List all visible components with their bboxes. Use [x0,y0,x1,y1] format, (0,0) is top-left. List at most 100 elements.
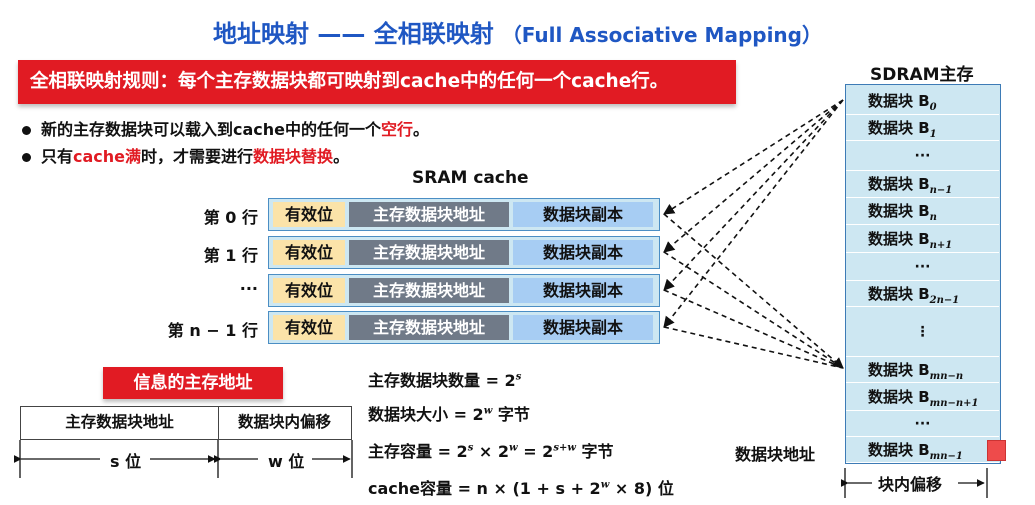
formula-block-size: 数据块大小 = 2w 字节 [368,401,530,425]
sdram-block: 数据块 B2n−1 [846,281,999,307]
map-arrow-line [663,99,844,291]
map-arrow-line [663,326,844,369]
address-format-table: 主存数据块地址 数据块内偏移 [20,406,352,440]
formula-capacity-text: 主存容量 = 2 [368,442,468,461]
formula-capacity-unit: 字节 [575,442,614,461]
sdram-block-prefix: 数据块 B [868,230,930,248]
sdram-block-prefix: 数据块 B [868,202,930,220]
formula-capacity-exp3: s+w [553,442,576,454]
formula-cache-capacity-pre: cache容量 = n × (1 + s + 2 [368,479,601,498]
cache-row-label: ··· [239,279,258,298]
sdram-block: 数据块 Bn−1 [846,171,999,198]
valid-bit-cell: 有效位 [273,315,345,340]
cache-row: 有效位 主存数据块地址 数据块副本 [268,236,660,269]
formula-block-count-exp: s [515,371,522,383]
cache-row-label: 第 1 行 [203,246,258,265]
address-info-title: 信息的主存地址 [103,367,283,399]
map-arrow-line [663,99,844,328]
sdram-block: 数据块 Bn [846,198,999,225]
sdram-block-index: n−1 [929,185,953,196]
bullet-1: 新的主存数据块可以载入到cache中的任何一个空行。 [22,116,429,140]
sdram-block: 数据块 B0 [846,87,999,115]
formula-capacity: 主存容量 = 2s × 2w = 2s+w 字节 [368,438,614,462]
sdram-block: 数据块 B1 [846,115,999,141]
sdram-block-index: 0 [929,102,937,113]
valid-bit-cell: 有效位 [273,278,345,303]
bullet-2-post: 。 [333,147,350,166]
block-copy-cell: 数据块副本 [513,315,653,340]
sdram-block: 数据块 Bn+1 [846,225,999,253]
sdram-block: 数据块 Bmn−n+1 [846,383,999,411]
block-offset-field: 数据块内偏移 [237,413,331,431]
formula-block-count-text: 主存数据块数量 = 2 [368,371,516,390]
block-offset-label: 块内偏移 [878,475,943,494]
title-main: 地址映射 —— 全相联映射 [213,20,494,48]
sdram-block-prefix: 数据块 B [868,119,930,137]
bullet-2: 只有cache满时，才需要进行数据块替换。 [22,143,349,167]
sdram-block-index: mn−n+1 [929,398,979,409]
formula-block-size-text: 数据块大小 = 2 [368,405,484,424]
formula-cache-capacity-exp: w [600,479,610,491]
sdram-block-index: mn−n [929,371,964,382]
cache-row-label: 第 n − 1 行 [167,321,258,340]
block-address-field: 主存数据块地址 [21,407,219,439]
sdram-title: SDRAM主存 [870,65,974,85]
formula-cache-capacity-post: × 8) 位 [609,479,674,498]
bullet-1-pre: 新的主存数据块可以载入到cache中的任何一个 [41,120,382,139]
sdram-ellipsis: ⋮ [846,307,999,357]
sdram-ellipsis: ··· [846,253,999,281]
bullet-2-pre: 只有 [41,147,74,166]
page-title: 地址映射 —— 全相联映射 （Full Associative Mapping） [0,14,1035,49]
sdram-block-prefix: 数据块 B [868,92,930,110]
valid-bit-cell: 有效位 [273,202,345,227]
block-copy-cell: 数据块副本 [513,278,653,303]
valid-bit-cell: 有效位 [273,240,345,265]
block-copy-cell: 数据块副本 [513,240,653,265]
sdram-block-index: mn−1 [929,451,963,462]
sdram-block-index: n [929,212,937,223]
w-bits-label: w 位 [262,448,311,472]
formula-capacity-eq: = 2 [517,442,554,461]
formula-block-size-exp: w [483,405,493,417]
bullet-2-mid: 时，才需要进行 [141,147,254,166]
sdram-block-index: n+1 [929,240,953,251]
block-address-label: 数据块地址 [735,445,816,464]
bullet-dot-icon [22,126,31,135]
sdram-block-prefix: 数据块 B [868,441,930,459]
bullet-1-red: 空行 [381,120,414,139]
cache-row-label: 第 0 行 [203,208,258,227]
bullet-dot-icon [22,153,31,162]
sdram-block-prefix: 数据块 B [868,285,930,303]
bullet-2-red2: 数据块替换 [253,147,334,166]
sdram-block: 数据块 Bmn−n [846,357,999,383]
sdram-block-prefix: 数据块 B [868,361,930,379]
title-sub: （Full Associative Mapping） [501,23,822,47]
sdram-block-prefix: 数据块 B [868,388,930,406]
sram-cache-title: SRAM cache [412,168,529,188]
offset-highlight-marker [987,440,1006,461]
s-bits-label: s 位 [104,448,148,472]
sdram-ellipsis: ··· [846,411,999,437]
formula-block-size-unit: 字节 [492,405,530,424]
sdram-block-index: 1 [929,129,937,140]
block-address-cell: 主存数据块地址 [349,315,509,340]
formula-cache-capacity: cache容量 = n × (1 + s + 2w × 8) 位 [368,475,674,499]
sdram-block: 数据块 Bmn−1 [846,437,999,463]
formula-block-count: 主存数据块数量 = 2s [368,367,521,391]
map-arrow-line [663,289,844,369]
sdram-block-index: 2n−1 [929,295,960,306]
rule-banner: 全相联映射规则：每个主存数据块都可映射到cache中的任何一个cache行。 [18,60,736,104]
cache-row: 有效位 主存数据块地址 数据块副本 [268,274,660,307]
cache-row: 有效位 主存数据块地址 数据块副本 [268,311,660,344]
map-arrow-line [663,213,844,369]
block-address-cell: 主存数据块地址 [349,202,509,227]
sdram-ellipsis: ··· [846,141,999,171]
sdram-block-prefix: 数据块 B [868,175,930,193]
block-address-cell: 主存数据块地址 [349,278,509,303]
bullet-2-red: cache满 [73,147,142,166]
block-address-cell: 主存数据块地址 [349,240,509,265]
map-arrow-line [663,251,844,369]
cache-row: 有效位 主存数据块地址 数据块副本 [268,198,660,231]
